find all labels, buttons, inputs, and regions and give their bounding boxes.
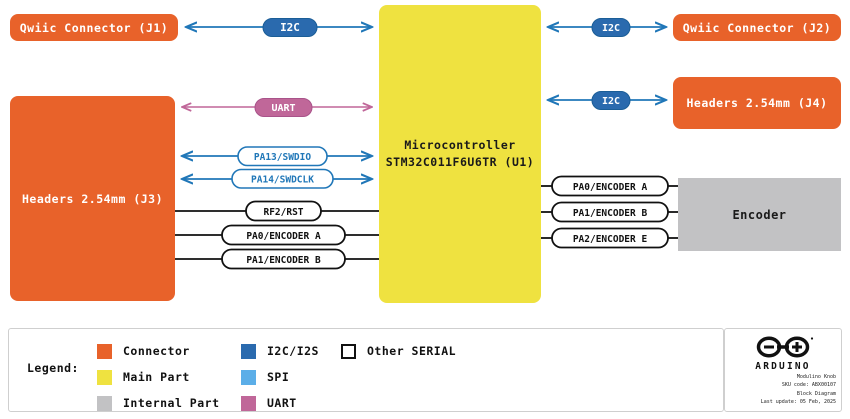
block-encoder[interactable]: Encoder: [678, 178, 841, 251]
signal-label-encoder-e-right: PA2/ENCODER E: [573, 234, 648, 245]
meta-doctype: Block Diagram: [796, 390, 836, 397]
arduino-wordmark: ARDUINO: [755, 361, 811, 372]
legend-label-connector: Connector: [123, 344, 190, 358]
legend-swatch-uart: [241, 395, 256, 411]
signal-label-uart: UART: [271, 103, 295, 114]
legend-swatch-main-part: [97, 369, 112, 385]
meta-product: Modulino Knob: [796, 374, 836, 380]
legend-column-buses: I2C/I2S SPI UART: [241, 341, 319, 419]
legend-label-spi: SPI: [267, 370, 290, 384]
signal-label-swdclk: PA14/SWDCLK: [251, 175, 314, 186]
block-microcontroller[interactable]: Microcontroller STM32C011F6U6TR (U1): [379, 5, 541, 303]
arduino-infinity-icon: [756, 336, 814, 358]
legend-label-uart: UART: [267, 396, 297, 410]
signal-label-i2c-right: I2C: [602, 23, 620, 34]
connection-encoder-b-right: PA1/ENCODER B: [541, 201, 678, 223]
connection-i2c-j1: I2C: [186, 18, 372, 37]
connection-encoder-a-right: PA0/ENCODER A: [541, 175, 678, 197]
signal-label-encoder-a-right: PA0/ENCODER A: [573, 182, 648, 193]
connection-encoder-e-right: PA2/ENCODER E: [541, 227, 678, 249]
signal-label-encoder-a-left: PA0/ENCODER A: [246, 231, 321, 242]
connection-encoder-b-left: PA1/ENCODER B: [175, 248, 379, 270]
title-block: ARDUINO Modulino Knob SKU code: ABX00107…: [724, 328, 842, 412]
meta-sku: SKU code: ABX00107: [781, 382, 836, 389]
legend-swatch-internal-part: [97, 395, 112, 411]
legend-label-main-part: Main Part: [123, 370, 190, 384]
block-headers-j4[interactable]: Headers 2.54mm (J4): [673, 77, 841, 129]
legend-swatch-spi: [241, 369, 256, 385]
legend-title: Legend:: [27, 361, 79, 375]
connection-uart: UART: [182, 98, 372, 117]
block-headers-j3[interactable]: Headers 2.54mm (J3): [10, 96, 175, 301]
legend-item-connector: Connector: [97, 341, 220, 361]
signal-label-encoder-b-right: PA1/ENCODER B: [573, 208, 648, 219]
arduino-logo: ARDUINO: [725, 334, 841, 372]
connection-i2c-j2: I2C: [548, 18, 666, 37]
legend-item-internal-part: Internal Part: [97, 393, 220, 413]
legend-label-internal-part: Internal Part: [123, 396, 220, 410]
microcontroller-name: Microcontroller: [404, 137, 516, 152]
connection-swdclk: PA14/SWDCLK: [182, 168, 372, 189]
signal-label-i2c-j4: I2C: [602, 96, 620, 107]
legend-swatch-i2c: [241, 343, 256, 359]
legend-panel: Legend: Connector Main Part Internal Par…: [8, 328, 724, 412]
signal-label-swdio: PA13/SWDIO: [254, 152, 311, 163]
legend-column-other: Other SERIAL: [341, 341, 456, 367]
meta-updated: Last update: 05 Feb, 2025: [760, 398, 836, 405]
connection-swdio: PA13/SWDIO: [182, 146, 372, 167]
legend-item-uart: UART: [241, 393, 319, 413]
legend-item-other-serial: Other SERIAL: [341, 341, 456, 361]
legend-item-main-part: Main Part: [97, 367, 220, 387]
signal-label-rst: RF2/RST: [263, 207, 303, 218]
legend-item-i2c: I2C/I2S: [241, 341, 319, 361]
signal-label-i2c-left: I2C: [280, 21, 300, 34]
signal-label-encoder-b-left: PA1/ENCODER B: [246, 255, 321, 266]
legend-label-i2c: I2C/I2S: [267, 344, 319, 358]
legend-item-spi: SPI: [241, 367, 319, 387]
legend-swatch-connector: [97, 343, 112, 359]
legend-swatch-other-serial: [341, 343, 356, 359]
connection-rst: RF2/RST: [175, 200, 379, 222]
legend-label-other-serial: Other SERIAL: [367, 344, 457, 358]
legend-column-parts: Connector Main Part Internal Part: [97, 341, 220, 419]
title-block-meta: Modulino Knob SKU code: ABX00107 Block D…: [761, 373, 836, 406]
connection-encoder-a-left: PA0/ENCODER A: [175, 224, 379, 246]
block-qwiic-connector-j2[interactable]: Qwiic Connector (J2): [673, 14, 841, 41]
microcontroller-part-number: STM32C011F6U6TR (U1): [385, 155, 535, 169]
connection-i2c-j4: I2C: [548, 91, 666, 110]
block-qwiic-connector-j1[interactable]: Qwiic Connector (J1): [10, 14, 178, 41]
